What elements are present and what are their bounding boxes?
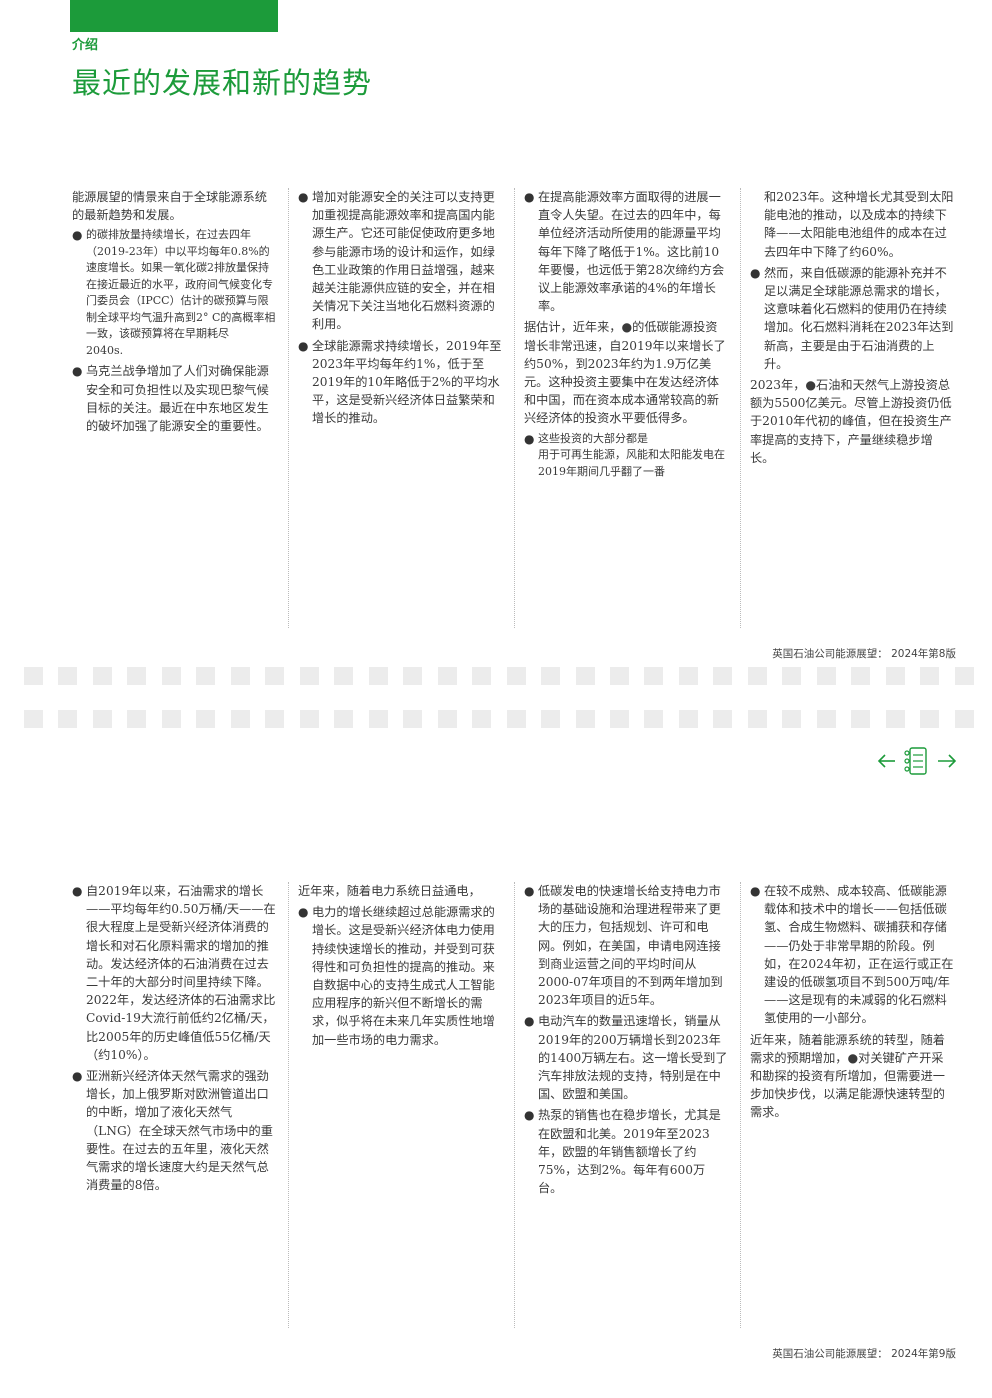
column-divider xyxy=(740,882,741,1328)
page2-column-3: 低碳发电的快速增长给支持电力市场的基础设施和治理进程带来了更大的压力，包括规划、… xyxy=(524,882,728,1200)
column-divider xyxy=(288,188,289,628)
column-divider xyxy=(740,188,741,628)
list-item: 自2019年以来，石油需求的增长——平均每年约0.50万桶/天——在很大程度上是… xyxy=(72,882,276,1064)
bullet-list: 自2019年以来，石油需求的增长——平均每年约0.50万桶/天——在很大程度上是… xyxy=(72,882,276,1194)
page2-column-2: 近年来，随着电力系统日益通电， 电力的增长继续超过总能源需求的增长。这是受新兴经… xyxy=(298,882,502,1052)
page-navigation xyxy=(876,744,958,778)
list-item: 热泵的销售也在稳步增长，尤其是在欧盟和北美。2019年至2023年，欧盟的年销售… xyxy=(524,1106,728,1197)
column-divider xyxy=(288,882,289,1328)
header-accent-bar xyxy=(70,0,278,32)
bullet-list: 这些投资的大部分都是 用于可再生能源，风能和太阳能发电在2019年期间几乎翻了一… xyxy=(524,431,728,481)
bullet-list: 在提高能源效率方面取得的进展一直令人失望。在过去的四年中，每单位经济活动所使用的… xyxy=(524,188,728,315)
list-item: 在提高能源效率方面取得的进展一直令人失望。在过去的四年中，每单位经济活动所使用的… xyxy=(524,188,728,315)
paragraph: 能源展望的情景来自于全球能源系统的最新趋势和发展。 xyxy=(72,190,267,223)
page1-column-1: 能源展望的情景来自于全球能源系统的最新趋势和发展。 的碳排放量持续增长，在过去四… xyxy=(72,188,276,438)
bullet-list: 增加对能源安全的关注可以支持更加重视提高能源效率和提高国内能源生产。它还可能促使… xyxy=(298,188,502,428)
list-item: 然而，来自低碳源的能源补充并不足以满足全球能源总需求的增长，这意味着化石燃料的使… xyxy=(750,264,954,373)
bullet-list: 然而，来自低碳源的能源补充并不足以满足全球能源总需求的增长，这意味着化石燃料的使… xyxy=(750,264,954,373)
arrow-right-icon[interactable] xyxy=(934,750,958,772)
page2-column-1: 自2019年以来，石油需求的增长——平均每年约0.50万桶/天——在很大程度上是… xyxy=(72,882,276,1197)
bullet-list: 低碳发电的快速增长给支持电力市场的基础设施和治理进程带来了更大的压力，包括规划、… xyxy=(524,882,728,1197)
page-footer: 英国石油公司能源展望： 2024年第9版 xyxy=(772,1348,956,1360)
list-item: 电力的增长继续超过总能源需求的增长。这是受新兴经济体电力使用持续快速增长的推动，… xyxy=(298,903,502,1049)
page-separator xyxy=(24,710,974,728)
column-divider xyxy=(514,188,515,628)
page1-column-4: 和2023年。这种增长尤其受到太阳能电池的推动，以及成本的持续下降——太阳能电池… xyxy=(750,188,954,470)
list-item: 亚洲新兴经济体天然气需求的强劲增长，加上俄罗斯对欧洲管道出口的中断，增加了液化天… xyxy=(72,1067,276,1194)
page-separator xyxy=(24,667,974,685)
page-footer: 英国石油公司能源展望： 2024年第8版 xyxy=(772,648,956,660)
bullet-text-tail: 2040s. xyxy=(86,343,124,357)
bullet-text-cont: 用于可再生能源，风能和太阳能发电在2019年期间几乎翻了一番 xyxy=(538,448,725,478)
paragraph: 近年来，随着电力系统日益通电， xyxy=(298,884,481,898)
paragraph: 据估计，近年来，●的低碳能源投资增长非常迅速，自2019年以来增长了约50%，到… xyxy=(524,320,726,426)
bullet-list: 电力的增长继续超过总能源需求的增长。这是受新兴经济体电力使用持续快速增长的推动，… xyxy=(298,903,502,1049)
list-item: 低碳发电的快速增长给支持电力市场的基础设施和治理进程带来了更大的压力，包括规划、… xyxy=(524,882,728,1009)
list-item: 增加对能源安全的关注可以支持更加重视提高能源效率和提高国内能源生产。它还可能促使… xyxy=(298,188,502,334)
bullet-list: 的碳排放量持续增长，在过去四年（2019-23年）中以平均每年0.8%的速度增长… xyxy=(72,227,276,435)
list-item: 这些投资的大部分都是 用于可再生能源，风能和太阳能发电在2019年期间几乎翻了一… xyxy=(524,431,728,481)
contents-list-icon[interactable] xyxy=(904,746,928,776)
paragraph: 近年来，随着能源系统的转型，随着需求的预期增加，●对关键矿产开采和勘探的投资有所… xyxy=(750,1032,945,1120)
bullet-list: 在较不成熟、成本较高、低碳能源载体和技术中的增长——包括低碳氢、合成生物燃料、碳… xyxy=(750,882,954,1028)
list-item: 乌克兰战争增加了人们对确保能源安全和可负担性以及实现巴黎气候目标的关注。最近在中… xyxy=(72,362,276,435)
paragraph: 和2023年。这种增长尤其受到太阳能电池的推动，以及成本的持续下降——太阳能电池… xyxy=(764,190,954,259)
page1-column-2: 增加对能源安全的关注可以支持更加重视提高能源效率和提高国内能源生产。它还可能促使… xyxy=(298,188,502,431)
column-divider xyxy=(514,882,515,1328)
bullet-text: 这些投资的大部分都是 xyxy=(538,431,648,445)
list-item: 电动汽车的数量迅速增长，销量从2019年的200万辆增长到2023年的1400万… xyxy=(524,1012,728,1103)
bullet-text: 的碳排放量持续增长，在过去四年（2019-23年）中以平均每年0.8%的速度增长… xyxy=(86,228,276,341)
arrow-left-icon[interactable] xyxy=(876,750,898,772)
page-title: 最近的发展和新的趋势 xyxy=(72,66,373,100)
list-item: 全球能源需求持续增长，2019年至2023年平均每年约1%，低于至2019年的1… xyxy=(298,337,502,428)
list-item: 在较不成熟、成本较高、低碳能源载体和技术中的增长——包括低碳氢、合成生物燃料、碳… xyxy=(750,882,954,1028)
page2-column-4: 在较不成熟、成本较高、低碳能源载体和技术中的增长——包括低碳氢、合成生物燃料、碳… xyxy=(750,882,954,1125)
list-item: 的碳排放量持续增长，在过去四年（2019-23年）中以平均每年0.8%的速度增长… xyxy=(72,227,276,359)
paragraph: 2023年，●石油和天然气上游投资总额为5500亿美元。尽管上游投资仍低于201… xyxy=(750,378,952,465)
section-label: 介绍 xyxy=(72,38,99,53)
page1-column-3: 在提高能源效率方面取得的进展一直令人失望。在过去的四年中，每单位经济活动所使用的… xyxy=(524,188,728,483)
